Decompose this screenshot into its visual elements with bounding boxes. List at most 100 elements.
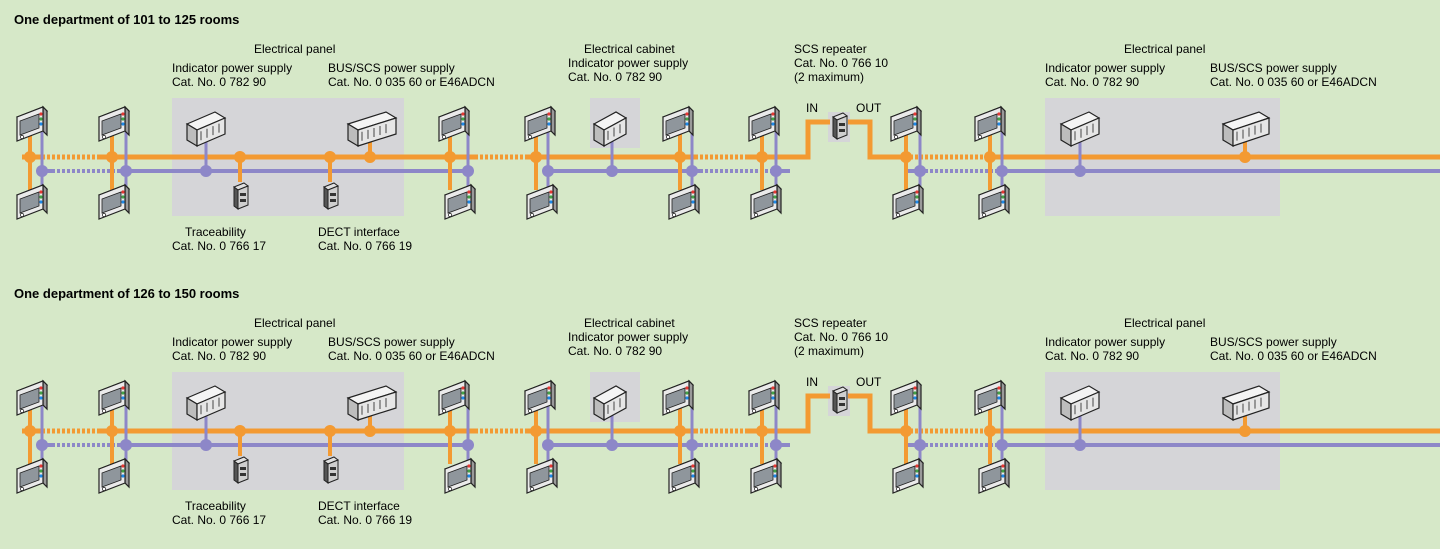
electrical-panel-left-label: Electrical panel (254, 42, 336, 56)
orange-junction (900, 425, 912, 437)
room-indicator-icon (97, 183, 131, 220)
orange-junction (530, 151, 542, 163)
repeater-in-label: IN (806, 375, 818, 389)
room-indicator-icon (749, 183, 783, 220)
purple-junction (686, 165, 698, 177)
room-indicator-icon (525, 183, 559, 220)
room-indicator-icon (15, 379, 49, 416)
purple-junction (542, 439, 554, 451)
orange-junction (984, 425, 996, 437)
electrical-cabinet-label: Electrical cabinet Indicator power suppl… (568, 42, 689, 84)
room-indicator-icon (667, 183, 701, 220)
room-indicator-icon (891, 183, 925, 220)
orange-junction (324, 151, 336, 163)
indicator-power-supply-right-label: Indicator power supply Cat. No. 0 782 90 (1045, 61, 1166, 89)
purple-junction (1074, 165, 1086, 177)
dect-interface-label: DECT interface Cat. No. 0 766 19 (318, 499, 413, 527)
orange-junction (444, 425, 456, 437)
room-indicator-icon (889, 379, 923, 416)
room-indicator-icon (523, 105, 557, 142)
repeater-in-label: IN (806, 101, 818, 115)
power-supply-icon (592, 385, 628, 422)
room-indicator-icon (15, 105, 49, 142)
orange-junction (106, 425, 118, 437)
power-supply-icon (1221, 111, 1271, 148)
interface-module-icon (322, 182, 340, 210)
electrical-panel-right-label: Electrical panel (1124, 316, 1206, 330)
dect-interface-label: DECT interface Cat. No. 0 766 19 (318, 225, 413, 253)
orange-junction (530, 425, 542, 437)
purple-junction (914, 165, 926, 177)
diagram-graphics-2 (15, 372, 1440, 494)
room-indicator-icon (97, 457, 131, 494)
purple-junction (996, 439, 1008, 451)
purple-junction (36, 165, 48, 177)
purple-junction (686, 439, 698, 451)
room-indicator-icon (747, 105, 781, 142)
orange-junction (900, 151, 912, 163)
purple-junction (770, 165, 782, 177)
power-supply-icon (1059, 111, 1101, 148)
orange-junction (984, 151, 996, 163)
department-126-150: One department of 126 to 150 rooms Elect… (0, 274, 1440, 549)
scs-repeater-label: SCS repeater Cat. No. 0 766 10 (2 maximu… (794, 42, 889, 84)
power-supply-icon (592, 111, 628, 148)
orange-junction (674, 425, 686, 437)
room-indicator-icon (15, 457, 49, 494)
room-indicator-icon (977, 183, 1011, 220)
orange-junction (324, 425, 336, 437)
purple-junction (200, 439, 212, 451)
purple-junction (914, 439, 926, 451)
orange-junction (234, 425, 246, 437)
room-indicator-icon (747, 379, 781, 416)
repeater-out-label: OUT (856, 101, 882, 115)
power-supply-icon (185, 385, 227, 422)
electrical-panel-right-label: Electrical panel (1124, 42, 1206, 56)
repeater-out-label: OUT (856, 375, 882, 389)
purple-junction (462, 439, 474, 451)
bus-power-supply-right-label: BUS/SCS power supply Cat. No. 0 035 60 o… (1210, 61, 1377, 89)
room-indicator-icon (661, 379, 695, 416)
orange-bus-to-repeater (748, 393, 830, 434)
room-indicator-icon (443, 457, 477, 494)
room-indicator-icon (97, 105, 131, 142)
interface-module-icon (232, 182, 250, 210)
orange-junction (106, 151, 118, 163)
purple-junction (606, 439, 618, 451)
room-indicator-icon (667, 457, 701, 494)
orange-bus-from-repeater (848, 393, 910, 434)
section-title: One department of 126 to 150 rooms (14, 286, 240, 301)
orange-junction (234, 151, 246, 163)
power-supply-icon (185, 111, 227, 148)
traceability-label: Traceability Cat. No. 0 766 17 (172, 225, 267, 253)
room-indicator-icon (973, 105, 1007, 142)
orange-junction (1239, 151, 1251, 163)
orange-junction (364, 425, 376, 437)
department-101-125: One department of 101 to 125 rooms Elect… (14, 12, 1440, 253)
section-title: One department of 101 to 125 rooms (14, 12, 240, 27)
purple-junction (120, 165, 132, 177)
indicator-power-supply-left-label: Indicator power supply Cat. No. 0 782 90 (172, 61, 293, 89)
purple-junction (770, 439, 782, 451)
indicator-power-supply-left-label: Indicator power supply Cat. No. 0 782 90 (172, 335, 293, 363)
power-supply-icon (1059, 385, 1101, 422)
orange-junction (756, 151, 768, 163)
room-indicator-icon (97, 379, 131, 416)
electrical-cabinet-label: Electrical cabinet Indicator power suppl… (568, 316, 689, 358)
room-indicator-icon (749, 457, 783, 494)
room-indicator-icon (437, 105, 471, 142)
room-indicator-icon (525, 457, 559, 494)
orange-junction (444, 151, 456, 163)
purple-junction (462, 165, 474, 177)
bus-power-supply-right-label: BUS/SCS power supply Cat. No. 0 035 60 o… (1210, 335, 1377, 363)
bus-power-supply-left-label: BUS/SCS power supply Cat. No. 0 035 60 o… (328, 61, 495, 89)
orange-junction (1239, 425, 1251, 437)
orange-junction (756, 425, 768, 437)
room-indicator-icon (891, 457, 925, 494)
indicator-power-supply-right-label: Indicator power supply Cat. No. 0 782 90 (1045, 335, 1166, 363)
room-indicator-icon (977, 457, 1011, 494)
orange-junction (674, 151, 686, 163)
room-indicator-icon (15, 183, 49, 220)
purple-junction (542, 165, 554, 177)
